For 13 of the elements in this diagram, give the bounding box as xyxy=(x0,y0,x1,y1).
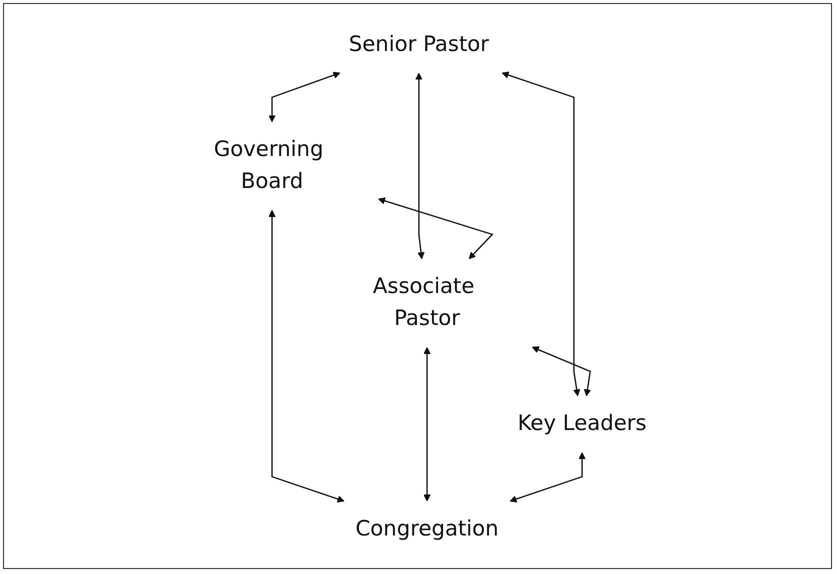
node-text: Associate Pastor xyxy=(372,274,474,331)
arrow xyxy=(268,210,344,502)
node-text: Key Leaders xyxy=(518,411,647,436)
node-text: Governing Board xyxy=(214,137,324,194)
arrow xyxy=(502,72,580,396)
arrow xyxy=(378,197,494,260)
arrow xyxy=(415,72,425,260)
node-text: Senior Pastor xyxy=(348,32,489,57)
arrow xyxy=(268,72,340,122)
node-text: Congregation xyxy=(355,516,499,542)
arrow xyxy=(532,346,591,396)
arrow xyxy=(423,346,431,502)
arrow xyxy=(510,452,586,502)
